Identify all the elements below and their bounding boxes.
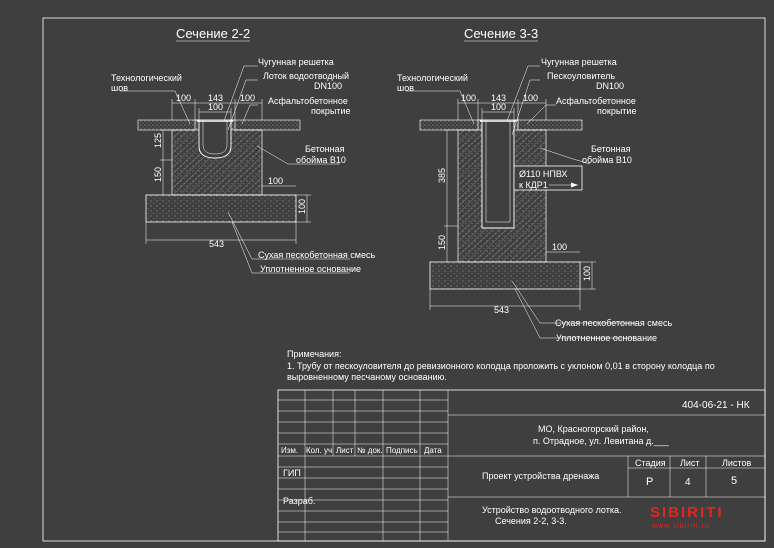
drawing-label: Чугунная решетка — [258, 57, 334, 67]
drainage-tray — [198, 120, 232, 159]
drawing-label: Разраб. — [283, 496, 315, 506]
drawing-label: 150 — [153, 167, 163, 182]
drawing-label: 100 — [461, 93, 476, 103]
drawing-label: МО, Красногорский район, — [538, 424, 649, 434]
drawing-label: Подпись — [386, 446, 418, 455]
drawing-label: 100 — [268, 176, 283, 186]
drawing-label: Ø110 НПВХ — [519, 169, 567, 179]
section-2-2-title: Сечение 2-2 — [176, 26, 250, 41]
drawing-label: п. Отрадное, ул. Левитана д.___ — [533, 436, 670, 446]
title-block: Изм. Кол. уч Лист № док. Подпись Дата ГИ… — [277, 389, 766, 542]
drawing-label: 543 — [209, 239, 224, 249]
pipe-outlet — [513, 165, 583, 191]
drawing-label: 5 — [731, 475, 737, 487]
drawing-label: DN100 — [596, 81, 624, 91]
drawing-label: покрытие — [597, 106, 636, 116]
doc-code: 404-06-21 - НК — [682, 400, 750, 411]
drawing-label: Лист — [680, 458, 700, 468]
drawing-label: Листов — [722, 458, 751, 468]
drawing-label: Р — [646, 476, 653, 488]
drawing-label: обойма В10 — [582, 155, 632, 165]
sand-base — [145, 194, 297, 223]
drawing-label: Асфальтобетонное — [268, 96, 348, 106]
drawing-label: Уплотненное основание — [260, 264, 361, 274]
drawing-label: Лоток водоотводный — [263, 71, 349, 81]
drawing-label: 100 — [176, 93, 191, 103]
notes-line-1: 1. Трубу от пескоуловителя до ревизионно… — [287, 361, 715, 371]
sand-trap — [481, 120, 515, 229]
drawing-label: шов — [397, 83, 414, 93]
notes: Примечания: 1. Трубу от пескоуловителя д… — [287, 349, 715, 382]
drawing-label: Проект устройства дренажа — [482, 471, 599, 481]
drawing-label: ГИП — [283, 468, 301, 478]
drawing-label: 100 — [523, 93, 538, 103]
drawing-label: Стадия — [635, 458, 666, 468]
drawing-label: 125 — [153, 133, 163, 148]
notes-line-2: выровненному песчаному основанию. — [287, 372, 447, 382]
drawing-label: Пескоуловитель — [547, 71, 615, 81]
section-2-2: Сечение 2-2 100 143 100 1 — [111, 26, 376, 274]
drawing-label: Кол. уч — [306, 446, 332, 455]
drawing-label: 150 — [437, 235, 447, 250]
drawing-label: Изм. — [281, 446, 298, 455]
drawing-label: 385 — [437, 168, 447, 183]
drawing-label: Технологический — [397, 73, 468, 83]
section-3-3-title: Сечение 3-3 — [464, 26, 538, 41]
drawing-label: Сухая пескобетонная смесь — [555, 318, 673, 328]
drawing-label: 100 — [297, 199, 307, 214]
drawing-label: 100 — [582, 266, 592, 281]
drawing-label: Бетонная — [305, 144, 345, 154]
notes-heading: Примечания: — [287, 349, 341, 359]
drawing-label: Бетонная — [591, 144, 631, 154]
drawing-label: 100 — [208, 102, 223, 112]
drawing-label: 100 — [491, 102, 506, 112]
drawing-label: 100 — [552, 242, 567, 252]
drawing-label: Технологический — [111, 73, 182, 83]
drawing-label: Лист — [336, 446, 354, 455]
drawing-label: Устройство водоотводного лотка. — [482, 505, 622, 515]
drawing-label: 4 — [685, 477, 691, 488]
drawing-label: Дата — [424, 446, 442, 455]
drawing-label: Асфальтобетонное — [556, 96, 636, 106]
drawing-label: Сечения 2-2, 3-3. — [495, 516, 567, 526]
drawing-label: обойма В10 — [296, 155, 346, 165]
drawing-label: к КДР1 — [519, 180, 548, 190]
drawing-label: DN100 — [314, 81, 342, 91]
drawing-label: Уплотненное основание — [556, 333, 657, 343]
drawing-label: шов — [111, 83, 128, 93]
drawing-label: Чугунная решетка — [541, 57, 617, 67]
drawing-label: № док. — [357, 446, 383, 455]
drawing-label: покрытие — [311, 106, 350, 116]
sibiriti-logo: SIBIRITI — [650, 504, 724, 521]
section-3-3: Сечение 3-3 100 143 100 1 — [397, 26, 673, 343]
logo-url: www.sibiriti.ru — [651, 523, 710, 530]
drawing-label: 543 — [494, 305, 509, 315]
drawing-label: 143 — [208, 93, 223, 103]
drawing-label: 143 — [491, 93, 506, 103]
drawing-label: 100 — [240, 93, 255, 103]
drawing-label: Сухая пескобетонная смесь — [258, 250, 376, 260]
